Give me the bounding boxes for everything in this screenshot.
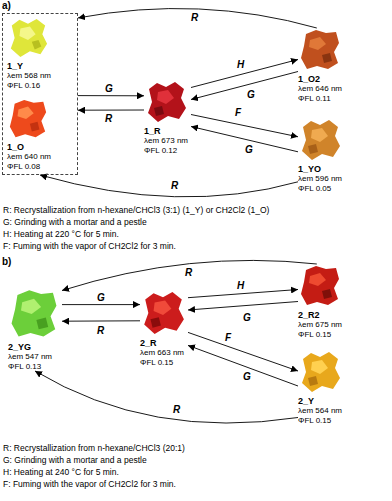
sample-name: 2_YG [8,342,31,352]
sample-node: 2_YGλem 547 nmΦFL 0.13 [8,288,62,371]
crystal-photo [12,290,57,336]
process-letter: R [96,325,105,336]
sample-name: 1_Y [7,61,23,71]
crystal-photo [144,292,184,334]
abbreviation-note: H: Heating at 240 °C for 5 min. [3,467,119,478]
quantum-yield: ΦFL 0.16 [7,81,40,91]
process-arrow [188,345,298,386]
sample-group: 1_Yλem 568 nmΦFL 0.161_Oλem 640 nmΦFL 0.… [2,13,78,175]
crystal-photo [10,100,46,137]
emission-wavelength: λem 673 nm [144,136,188,146]
process-arrow [62,320,140,321]
crystal-photo [148,82,186,122]
emission-wavelength: λem 547 nm [8,352,52,362]
process-letter: R [184,267,193,278]
process-arrow [188,302,298,311]
process-arrow [35,371,298,423]
sample-node: 2_Yλem 564 nmΦFL 0.15 [298,350,345,425]
process-arrow [191,115,298,137]
sample-name: 2_R [140,338,157,348]
sample-node: 1_Yλem 568 nmΦFL 0.16 [7,17,54,90]
process-letter: F [234,107,242,118]
process-letter: G [96,292,106,303]
abbreviation-note: H: Heating at 220 °C for 5 min. [3,229,119,240]
quantum-yield: ΦFL 0.15 [140,358,173,368]
process-letter: R [190,12,199,23]
quantum-yield: ΦFL 0.05 [298,184,331,194]
sample-name: 2_R2 [298,310,320,320]
abbreviation-note: G: Grinding with a mortar and a pestle [3,217,147,228]
emission-wavelength: λem 663 nm [140,348,184,358]
abbreviation-note: F: Fuming with the vapor of CH2Cl2 for 3… [3,241,176,252]
process-arrow [62,260,317,290]
sample-name: 1_O2 [298,74,320,84]
abbreviation-note: F: Fuming with the vapor of CH2Cl2 for 3… [3,479,176,490]
process-letter: G [104,83,114,94]
sample-node: 2_R2λem 675 nmΦFL 0.15 [298,264,345,339]
process-arrow [40,175,298,197]
panel-label: b) [2,256,11,267]
process-arrow [78,110,144,111]
emission-wavelength: λem 675 nm [298,320,342,330]
emission-wavelength: λem 640 nm [7,152,51,162]
quantum-yield: ΦFL 0.13 [8,362,41,372]
quantum-yield: ΦFL 0.15 [298,330,331,340]
crystal-photo [301,30,339,69]
panel-label: a) [2,0,11,11]
emission-wavelength: λem 646 nm [298,84,342,94]
crystal-photo [301,266,339,305]
abbreviation-note: G: Grinding with a mortar and a pestle [3,455,147,466]
process-letter: R [172,404,181,415]
sample-name: 1_YO [298,164,321,174]
sample-name: 1_O [7,142,24,152]
emission-wavelength: λem 564 nm [298,406,342,416]
sample-name: 2_Y [298,396,314,406]
sample-node: 1_Oλem 640 nmΦFL 0.08 [7,98,54,171]
process-letter: H [236,280,245,291]
crystal-photo [302,352,340,392]
process-arrow [62,304,140,305]
process-letter: G [246,89,256,100]
crystal-photo [302,120,340,160]
process-letter: G [242,371,252,382]
abbreviation-note: R: Recrystallization from n-hexane/CHCl3… [3,205,269,216]
sample-node: 1_O2λem 646 nmΦFL 0.11 [298,28,345,103]
process-arrow [191,72,298,100]
sample-node: 1_Rλem 673 nmΦFL 0.12 [144,80,191,155]
crystal-photo [11,19,47,57]
quantum-yield: ΦFL 0.08 [7,162,40,172]
process-letter: G [244,144,254,155]
quantum-yield: ΦFL 0.15 [298,416,331,426]
sample-node: 1_YOλem 596 nmΦFL 0.05 [298,118,345,193]
process-arrow [191,60,298,88]
sample-node: 2_Rλem 663 nmΦFL 0.15 [140,290,188,367]
process-arrow [78,9,317,28]
quantum-yield: ΦFL 0.12 [144,146,177,156]
process-arrow [78,95,144,96]
process-letter: F [224,332,232,343]
process-letter: R [104,113,113,124]
emission-wavelength: λem 568 nm [7,71,51,81]
emission-wavelength: λem 596 nm [298,174,342,184]
process-letter: H [236,59,245,70]
process-letter: G [242,312,252,323]
process-letter: R [170,180,179,191]
quantum-yield: ΦFL 0.11 [298,94,331,104]
abbreviation-note: R: Recrystallization from n-hexane/CHCl3… [3,443,185,454]
sample-name: 1_R [144,126,161,136]
